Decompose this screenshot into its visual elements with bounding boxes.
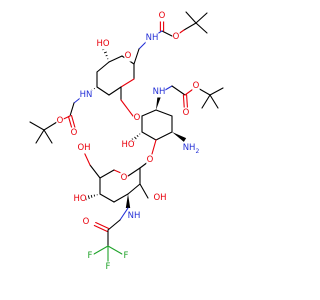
ring3-bond <box>113 193 129 203</box>
tbu-methyl-bond <box>185 11 197 24</box>
ring3-bond <box>99 193 115 203</box>
cf-bond <box>93 245 109 255</box>
fluorine-label-right-bg <box>122 250 130 262</box>
ring2-bond <box>155 109 173 117</box>
tbu-quaternary-bond <box>183 22 197 31</box>
top-carbonyl-oxygen-label-bg <box>158 10 166 22</box>
right-carbonyl-double-bond <box>186 94 189 111</box>
ring2-bond <box>141 109 157 117</box>
right-nh-label: NH <box>153 87 166 97</box>
tbu-methyl-bond <box>43 129 53 144</box>
left-nh-label: HN <box>80 90 93 100</box>
tbu-methyl-bond <box>209 94 219 109</box>
glycosidic-oxygen-label: O <box>134 113 141 123</box>
tbu-methyl-bond <box>29 121 45 131</box>
ring2-bond <box>155 131 173 141</box>
left-carbonyl-oxygen-label: O <box>71 128 78 138</box>
ring1-bond <box>96 61 110 73</box>
top-ester-oxygen-label: O <box>173 32 180 42</box>
cf-bond <box>107 245 123 255</box>
ring3-left-hydroxyl-label: HO <box>73 194 86 204</box>
left-carbonyl-oxygen-label-bg <box>70 127 78 139</box>
tfa-nh-label-bg <box>127 210 141 222</box>
fluorine-label-right: F <box>124 251 129 261</box>
glycosidic-oxygen-label-bg <box>133 112 141 124</box>
tbu-methyl-bond <box>35 129 45 144</box>
left-carbonyl-double-bond <box>70 115 77 131</box>
top-ester-oxygen-label-bg <box>172 31 180 43</box>
tbu-methyl-bond <box>195 12 208 24</box>
tfa-oxygen-label-bg <box>82 216 90 228</box>
tfa-oxygen-label: O <box>83 217 90 227</box>
left-ester-oxygen-label-bg <box>56 115 64 127</box>
ring3-oh-hashed-bond <box>84 194 98 201</box>
amine-label-bg <box>184 142 202 154</box>
lower-glycosidic-oxygen-label: O <box>147 155 154 165</box>
amine-label: NH2 <box>183 143 200 155</box>
ring3-left-hydroxyl-label-bg <box>73 193 87 205</box>
bond-layer <box>29 11 224 263</box>
amine-wedge <box>172 132 187 142</box>
right-ester-oxygen-label-bg <box>192 80 200 92</box>
tfa-carbonyl-bond <box>107 219 121 231</box>
tbu-methyl-bond <box>201 94 211 109</box>
glycosidic-bond <box>120 99 134 117</box>
ring1-hydroxyl-label: HO <box>96 39 109 49</box>
tfa-nh-label: NH <box>128 211 141 221</box>
left-nh-label-bg <box>79 89 93 101</box>
tfa-carbonyl-double-bond <box>95 221 110 230</box>
tfa-carbonyl-double-bond <box>93 224 108 233</box>
right-carbonyl-oxygen-label: O <box>183 108 190 118</box>
top-nh-label: NH <box>146 33 159 43</box>
ring1-bond <box>96 86 110 96</box>
left-quaternary-bond <box>43 121 58 131</box>
ring3-bond <box>99 169 115 179</box>
tbu-methyl-bond <box>195 22 208 34</box>
ring3-right-bond <box>139 183 149 199</box>
ch2oh-label: OH <box>77 143 90 153</box>
lower-glycosidic-oxygen-label-bg <box>146 154 154 166</box>
fluorine-label-bottom: F <box>106 262 111 272</box>
ring3-bond <box>127 167 141 177</box>
right-nh-label-bg <box>152 86 166 98</box>
ring1-hydroxyl-label-bg <box>96 38 110 50</box>
ring1-bond <box>108 55 123 63</box>
fluorine-label-bottom-bg <box>104 261 112 273</box>
carbamate-bond <box>161 30 175 38</box>
ch2-bond <box>133 48 140 65</box>
ring1-oxygen-label-bg <box>124 50 132 62</box>
right-ester-oxygen-label: O <box>193 81 200 91</box>
ring2-bond <box>141 131 157 141</box>
right-carbonyl-oxygen-label-bg <box>182 107 190 119</box>
fluorine-label-left: F <box>88 251 93 261</box>
ring3-right-hydroxyl-label: OH <box>153 193 166 203</box>
ch2oh-o-bond <box>83 151 91 166</box>
ring1-o-bond <box>120 78 135 88</box>
ch2oh-label-bg <box>77 142 91 154</box>
tfa-n-bond <box>119 207 129 221</box>
ring3-oxygen-label: O <box>121 173 128 183</box>
ring3-right-hydroxyl-label-bg <box>153 192 167 204</box>
top-carbonyl-oxygen-label: O <box>159 11 166 21</box>
left-ester-oxygen-label: O <box>57 116 64 126</box>
fluorine-label-left-bg <box>86 250 94 262</box>
top-nh-label-bg <box>145 32 159 44</box>
ring3-oxygen-label-bg <box>120 172 128 184</box>
ring1-bond <box>108 86 122 96</box>
ch2oh-bond <box>89 164 101 179</box>
lower-glycosidic-bond <box>151 139 157 155</box>
ring1-oxygen-label: O <box>125 51 132 61</box>
ring2-hydroxyl-label: HO <box>121 140 134 150</box>
ring3-bond <box>127 183 141 195</box>
tbu-methyl-bond <box>209 87 224 96</box>
left-carbamate-bond <box>69 102 75 117</box>
right-carbamate-bond <box>171 85 186 96</box>
ring2-hydroxyl-label-bg <box>121 139 135 151</box>
tfa-nh-wedge <box>125 194 131 208</box>
